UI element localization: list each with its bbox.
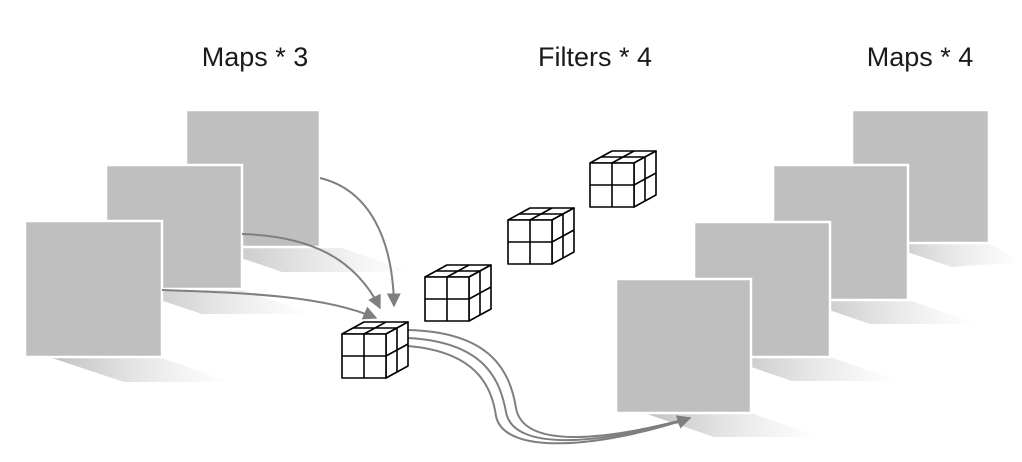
output-arrows xyxy=(407,329,692,445)
filter-block-4 xyxy=(589,150,657,208)
arrow-from-map-2 xyxy=(241,233,381,310)
arrow-from-map-1 xyxy=(161,289,378,320)
input-maps-label: Maps * 3 xyxy=(202,42,309,72)
output-maps-label: Maps * 4 xyxy=(867,42,974,72)
filter-block-1 xyxy=(341,321,409,379)
filter-block-3 xyxy=(507,207,575,265)
arrow-from-map-3 xyxy=(319,177,401,308)
arrow-out-3 xyxy=(407,345,692,445)
output-maps xyxy=(614,108,1022,437)
output-map-1 xyxy=(614,277,820,437)
filters-label: Filters * 4 xyxy=(538,42,652,72)
input-map-1 xyxy=(23,219,230,382)
arrow-out-2 xyxy=(407,337,691,442)
filters xyxy=(341,150,657,379)
input-arrows xyxy=(161,177,401,320)
arrow-out-1 xyxy=(407,329,691,438)
filter-block-2 xyxy=(424,264,492,322)
input-maps xyxy=(23,108,412,382)
